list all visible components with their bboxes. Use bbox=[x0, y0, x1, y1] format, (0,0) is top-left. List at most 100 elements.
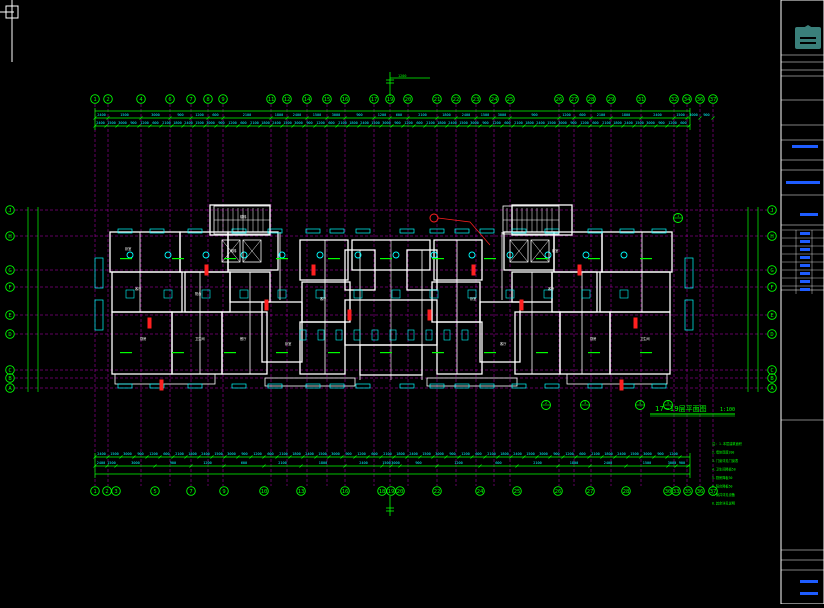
table-cell bbox=[800, 256, 810, 259]
fire-door-mark bbox=[204, 264, 209, 276]
dimension-value: 900 bbox=[657, 452, 663, 456]
fire-door-mark bbox=[633, 317, 638, 329]
dimension-value: 1800 bbox=[261, 121, 269, 125]
svg-text:10: 10 bbox=[261, 489, 268, 495]
svg-text:E: E bbox=[8, 313, 11, 319]
top-note-text: 1200 bbox=[398, 74, 406, 78]
axis-bubble-bottom: 36 bbox=[695, 486, 705, 496]
stair-core bbox=[213, 205, 271, 235]
dimension-value: 1200 bbox=[668, 121, 676, 125]
axis-bubble-top: 2 bbox=[103, 94, 113, 104]
room-label: 卫生间 bbox=[640, 336, 650, 341]
dimension-value: 600 bbox=[240, 121, 246, 125]
svg-text:B: B bbox=[8, 376, 12, 382]
svg-text:11: 11 bbox=[268, 97, 275, 103]
dimension-value: 2400 bbox=[653, 113, 661, 117]
dimension-value: 1500 bbox=[107, 461, 115, 465]
dimension-value: 1500 bbox=[630, 452, 638, 456]
dimension-value: 1500 bbox=[107, 121, 115, 125]
drawing-title: 17~19层平面图 bbox=[655, 405, 707, 413]
dimension-value: 900 bbox=[177, 113, 183, 117]
room-label: 卧室 bbox=[125, 246, 131, 251]
dimension-value: 1500 bbox=[676, 113, 684, 117]
fire-door-mark bbox=[264, 299, 269, 311]
axis-bubble-bottom: 20 bbox=[395, 486, 405, 496]
dimension-value: 2400 bbox=[513, 452, 521, 456]
axis-bubble-top: 16 bbox=[340, 94, 350, 104]
axis-bubble-top: 17 bbox=[369, 94, 379, 104]
axis-bubble-top: 31 bbox=[636, 94, 646, 104]
elevator-shaft bbox=[509, 239, 529, 263]
dimension-value: 1200 bbox=[140, 121, 148, 125]
area-tag bbox=[484, 352, 496, 354]
svg-text:16: 16 bbox=[342, 489, 349, 495]
note-line: 2.墙体厚度200 bbox=[712, 450, 734, 455]
svg-text:G: G bbox=[770, 268, 773, 274]
dimension-value: 1800 bbox=[500, 452, 508, 456]
area-tag bbox=[120, 258, 132, 260]
dimension-value: 1800 bbox=[396, 452, 404, 456]
dimension-value: 2100 bbox=[279, 452, 287, 456]
dimension-value: 600 bbox=[371, 452, 377, 456]
axis-bubble-top: 32 bbox=[669, 94, 679, 104]
dimension-value: 600 bbox=[416, 121, 422, 125]
dimension-value: 1200 bbox=[253, 452, 261, 456]
note-line: 4.卫生间降板50 bbox=[712, 467, 736, 472]
dimension-value: 1500 bbox=[110, 452, 118, 456]
area-tag bbox=[276, 352, 288, 354]
notes-block: 注: 1.本层建筑面积2.墙体厚度2003.门窗详见门窗表4.卫生间降板505.… bbox=[712, 441, 743, 506]
axis-bubble-left: J bbox=[5, 205, 15, 215]
table-cell bbox=[800, 288, 810, 291]
note-line: 8.其余详见说明 bbox=[712, 501, 735, 506]
table-cell bbox=[800, 232, 810, 235]
dimension-value: 1200 bbox=[669, 452, 677, 456]
axis-bubble-top: 4 bbox=[136, 94, 146, 104]
axis-bubble-bottom: 26 bbox=[553, 486, 563, 496]
svg-text:6: 6 bbox=[168, 97, 171, 103]
axis-bubble-bottom: 10 bbox=[259, 486, 269, 496]
axis-bubble-top: 24 bbox=[489, 94, 499, 104]
dimension-value: 2100 bbox=[591, 452, 599, 456]
room-label: 客厅 bbox=[500, 341, 507, 346]
axis-bubble-bottom: 33 bbox=[671, 486, 681, 496]
dimension-value: 2400 bbox=[360, 121, 368, 125]
room-label: 阳台 bbox=[195, 291, 201, 296]
svg-text:29: 29 bbox=[608, 97, 615, 103]
dimension-value: 1800 bbox=[173, 121, 181, 125]
dimension-value: 3000 bbox=[382, 121, 390, 125]
dimension-value: 3000 bbox=[294, 121, 302, 125]
area-tag bbox=[120, 352, 132, 354]
axis-bubble-left: H bbox=[5, 231, 15, 241]
axis-bubble-top: 8 bbox=[203, 94, 213, 104]
dimension-value: 3000 bbox=[391, 461, 399, 465]
dimension-value: 2400 bbox=[97, 113, 105, 117]
dimension-lines-top bbox=[94, 108, 691, 130]
note-line: 7.管井详见设备 bbox=[712, 492, 736, 497]
svg-text:F: F bbox=[770, 285, 773, 291]
dimension-value: 1200 bbox=[580, 121, 588, 125]
dimension-value: 1800 bbox=[622, 113, 630, 117]
axis-bubble-right: J bbox=[767, 205, 777, 215]
detail-callout: 5 bbox=[663, 400, 673, 410]
room-label: 楼梯 bbox=[240, 214, 247, 219]
dimension-value: 2100 bbox=[597, 113, 605, 117]
dimension-value: 1800 bbox=[613, 121, 621, 125]
svg-text:22: 22 bbox=[434, 489, 441, 495]
svg-text:19: 19 bbox=[388, 489, 395, 495]
dimension-value: 3000 bbox=[331, 452, 339, 456]
fire-door-mark bbox=[619, 379, 624, 391]
dimension-value: 600 bbox=[267, 452, 273, 456]
axis-bubble-bottom: 9 bbox=[219, 486, 229, 496]
dimension-value: 600 bbox=[504, 121, 510, 125]
svg-text:C: C bbox=[770, 368, 773, 374]
dimension-value: 3000 bbox=[689, 113, 697, 117]
svg-text:4: 4 bbox=[139, 97, 143, 103]
dimension-value: 1200 bbox=[149, 452, 157, 456]
svg-text:9: 9 bbox=[221, 97, 224, 103]
dimension-value: 1200 bbox=[404, 121, 412, 125]
dimension-value: 1200 bbox=[565, 452, 573, 456]
